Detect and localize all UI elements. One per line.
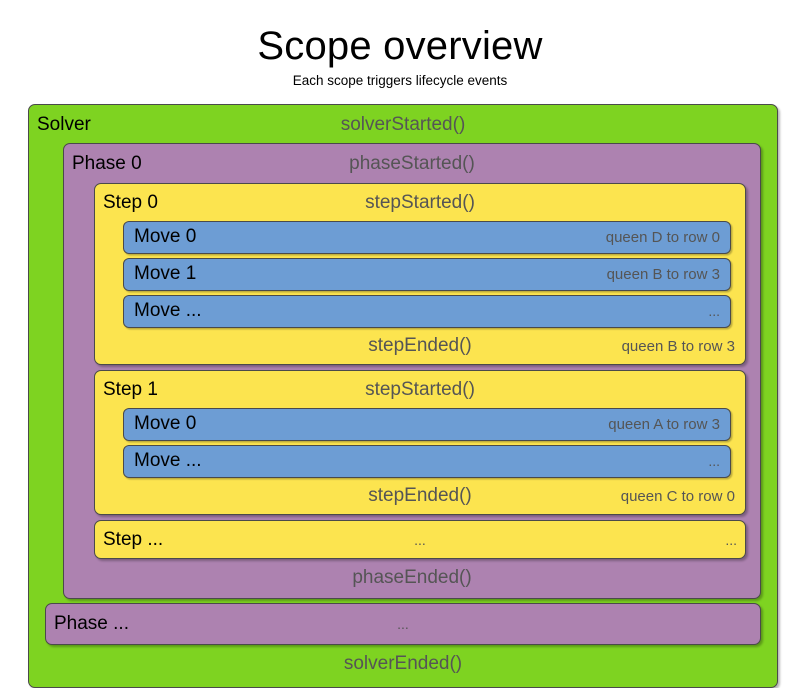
page-subtitle: Each scope triggers lifecycle events [292,73,508,88]
move-row: Move 0 queen D to row 0 [123,221,731,254]
solver-label: Solver [37,114,91,135]
phase-label-0: Phase 0 [72,153,142,174]
step-scope-0: Step 0 stepStarted() Move 0 queen D to r… [94,183,746,365]
solver-started-event: solverStarted() [340,114,466,135]
step-label-0: Step 0 [103,192,158,213]
move-label: Move 1 [134,263,197,284]
step-header-row-1: Step 1 stepStarted() [103,376,737,404]
phase-ellipsis-row: Phase ... ... [54,610,752,638]
move-detail: queen B to row 3 [606,265,720,283]
step-scope-1: Step 1 stepStarted() Move 0 queen A to r… [94,370,746,515]
phase-ended-event-0: phaseEnded() [352,567,472,588]
move-label: Move 0 [134,226,197,247]
step-footer-row-0: stepEnded() queen B to row 3 [103,332,737,360]
move-label: Move 0 [134,413,197,434]
step-label-1: Step 1 [103,379,158,400]
step-ellipsis-right: ... [725,532,737,548]
solver-ended-event: solverEnded() [343,653,463,674]
phase-footer-row-0: phaseEnded() [72,564,752,592]
solver-footer-row: solverEnded() [37,649,769,679]
step-started-event-1: stepStarted() [365,379,475,400]
move-row: Move ... ... [123,445,731,478]
step-ended-event-1: stepEnded() [368,485,472,506]
move-label: Move ... [134,450,202,471]
solver-scope: Solver solverStarted() Phase 0 phaseStar… [28,104,778,688]
move-label: Move ... [134,300,202,321]
step-footer-row-1: stepEnded() queen C to row 0 [103,482,737,510]
phase-ellipsis-label: Phase ... [54,613,129,634]
move-detail: ... [708,303,720,319]
phase-scope-ellipsis: Phase ... ... [45,603,761,645]
page-title: Scope overview [257,24,543,68]
move-detail: queen A to row 3 [608,415,720,433]
header: Scope overview Each scope triggers lifec… [0,0,800,88]
phase-ellipsis-center: ... [397,616,409,632]
phase-started-event-0: phaseStarted() [349,153,475,174]
move-row: Move 1 queen B to row 3 [123,258,731,291]
move-detail: ... [708,453,720,469]
phase-header-row-0: Phase 0 phaseStarted() [72,150,752,178]
step-ended-event-0: stepEnded() [368,335,472,356]
step-ellipsis-center: ... [414,532,426,548]
phase-scope-0: Phase 0 phaseStarted() Step 0 stepStarte… [63,143,761,599]
move-row: Move 0 queen A to row 3 [123,408,731,441]
move-row: Move ... ... [123,295,731,328]
move-detail: queen D to row 0 [605,228,720,246]
step-ellipsis-label: Step ... [103,529,164,550]
step-ended-detail-1: queen C to row 0 [620,487,735,505]
step-scope-ellipsis: Step ... ... ... [94,520,746,559]
step-header-row-0: Step 0 stepStarted() [103,189,737,217]
step-started-event-0: stepStarted() [365,192,475,213]
step-ellipsis-row: Step ... ... ... [103,526,737,554]
solver-header-row: Solver solverStarted() [37,111,769,139]
step-ended-detail-0: queen B to row 3 [621,337,735,355]
